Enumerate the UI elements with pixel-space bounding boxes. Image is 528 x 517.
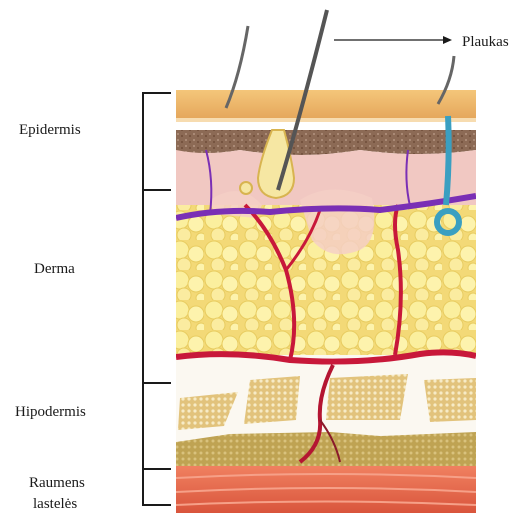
hypodermis-lobule-3 <box>326 374 408 420</box>
hypodermis-lobule-2 <box>244 376 300 424</box>
label-dermis: Derma <box>34 260 75 278</box>
skin-surface <box>176 90 476 120</box>
epidermis-basal-layer <box>176 130 476 155</box>
bracket-muscle <box>143 469 171 505</box>
hair-pointer-arrowhead <box>443 36 452 44</box>
skin-surface-line <box>176 118 476 122</box>
label-muscle-line2: lastelės <box>33 495 77 513</box>
label-hair: Plaukas <box>462 33 509 51</box>
bracket-dermis <box>143 190 171 383</box>
label-epidermis: Epidermis <box>19 121 81 139</box>
bracket-epidermis <box>143 93 171 190</box>
label-hypodermis: Hipodermis <box>15 403 86 421</box>
skin-layers <box>176 90 476 513</box>
layer-brackets <box>143 93 171 505</box>
label-muscle-line1: Raumens <box>29 474 85 492</box>
sebaceous-gland <box>240 182 252 194</box>
hypodermis-lobule-4 <box>424 378 476 422</box>
bracket-hypodermis <box>143 383 171 469</box>
sweat-gland-duct <box>446 116 449 205</box>
hypodermis-lower-band <box>176 432 476 468</box>
